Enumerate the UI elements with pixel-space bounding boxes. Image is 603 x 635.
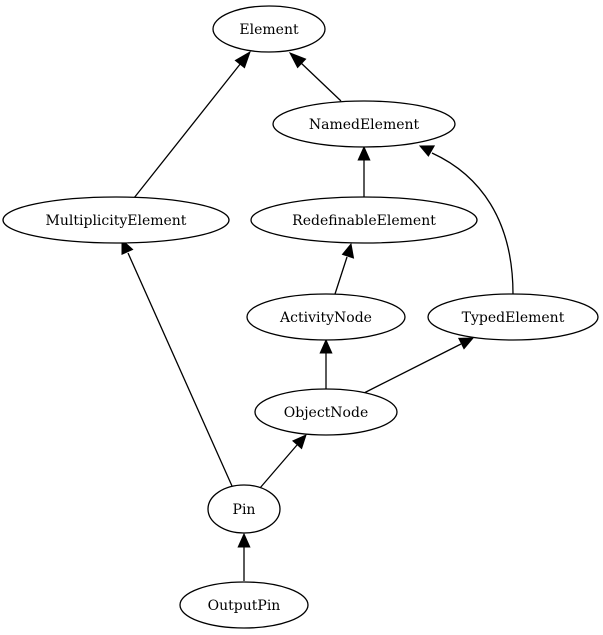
node-label: MultiplicityElement <box>46 213 187 229</box>
edge-arrowhead <box>418 145 436 157</box>
node-label: NamedElement <box>309 117 420 133</box>
edge-arrowhead <box>457 337 475 350</box>
edge-objectnode-to-typedelement <box>363 343 462 394</box>
edges <box>121 50 514 581</box>
edge-arrowhead <box>319 338 333 354</box>
edge-multiplicityelement-to-element <box>133 62 242 199</box>
node-label: TypedElement <box>462 310 565 326</box>
node-redefinableelement[interactable]: RedefinableElement <box>250 196 478 244</box>
edge-namedelement-to-element <box>299 61 342 102</box>
nodes: Element NamedElement MultiplicityElement… <box>2 5 599 629</box>
node-objectnode[interactable]: ObjectNode <box>254 388 398 436</box>
node-multiplicityelement[interactable]: MultiplicityElement <box>2 196 230 244</box>
node-element[interactable]: Element <box>212 5 326 53</box>
node-pin[interactable]: Pin <box>207 484 281 534</box>
edge-arrowhead <box>234 50 251 69</box>
edge-arrowhead <box>288 52 307 69</box>
edge-typedelement-to-namedelement <box>431 152 514 295</box>
node-label: OutputPin <box>208 598 281 614</box>
node-label: ActivityNode <box>279 310 372 326</box>
edge-pin-to-objectnode <box>259 444 298 489</box>
edge-arrowhead <box>341 242 355 259</box>
edge-pin-to-multiplicityelement <box>127 252 233 487</box>
edge-activitynode-to-redefinableelement <box>334 256 348 295</box>
node-label: Pin <box>233 502 256 518</box>
node-label: ObjectNode <box>284 405 368 421</box>
node-outputpin[interactable]: OutputPin <box>179 581 309 629</box>
edge-arrowhead <box>291 434 307 450</box>
edge-arrowhead <box>237 532 251 548</box>
node-namedelement[interactable]: NamedElement <box>272 100 456 148</box>
node-label: Element <box>239 22 299 38</box>
node-activitynode[interactable]: ActivityNode <box>246 293 406 341</box>
edge-arrowhead <box>357 145 371 161</box>
node-typedelement[interactable]: TypedElement <box>427 293 599 341</box>
node-label: RedefinableElement <box>292 213 436 229</box>
